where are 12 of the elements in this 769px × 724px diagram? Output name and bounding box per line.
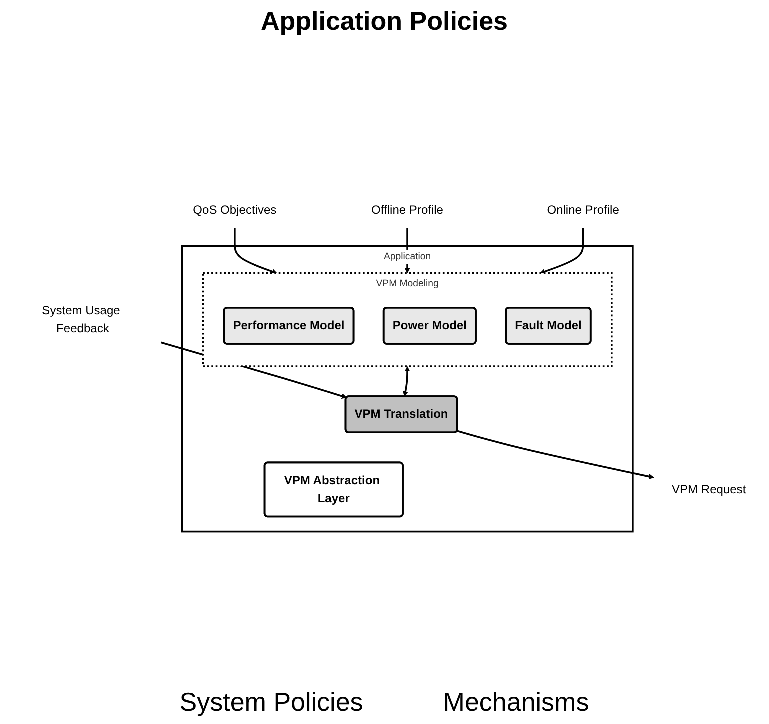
arrow <box>457 430 654 480</box>
node-text: Online Profile <box>547 204 620 217</box>
region-label: Application Policies <box>260 6 508 37</box>
arrow <box>403 366 410 397</box>
arrow <box>234 228 278 274</box>
node-text: VPM Request <box>672 483 746 496</box>
layer-label: System Policies <box>180 687 364 718</box>
node-text: Offline Profile <box>372 204 444 217</box>
layer-label: Mechanisms <box>443 687 590 718</box>
node-text: System Usage Feedback <box>42 304 120 336</box>
node-text: QoS Objectives <box>193 204 277 217</box>
arrow <box>540 228 584 274</box>
